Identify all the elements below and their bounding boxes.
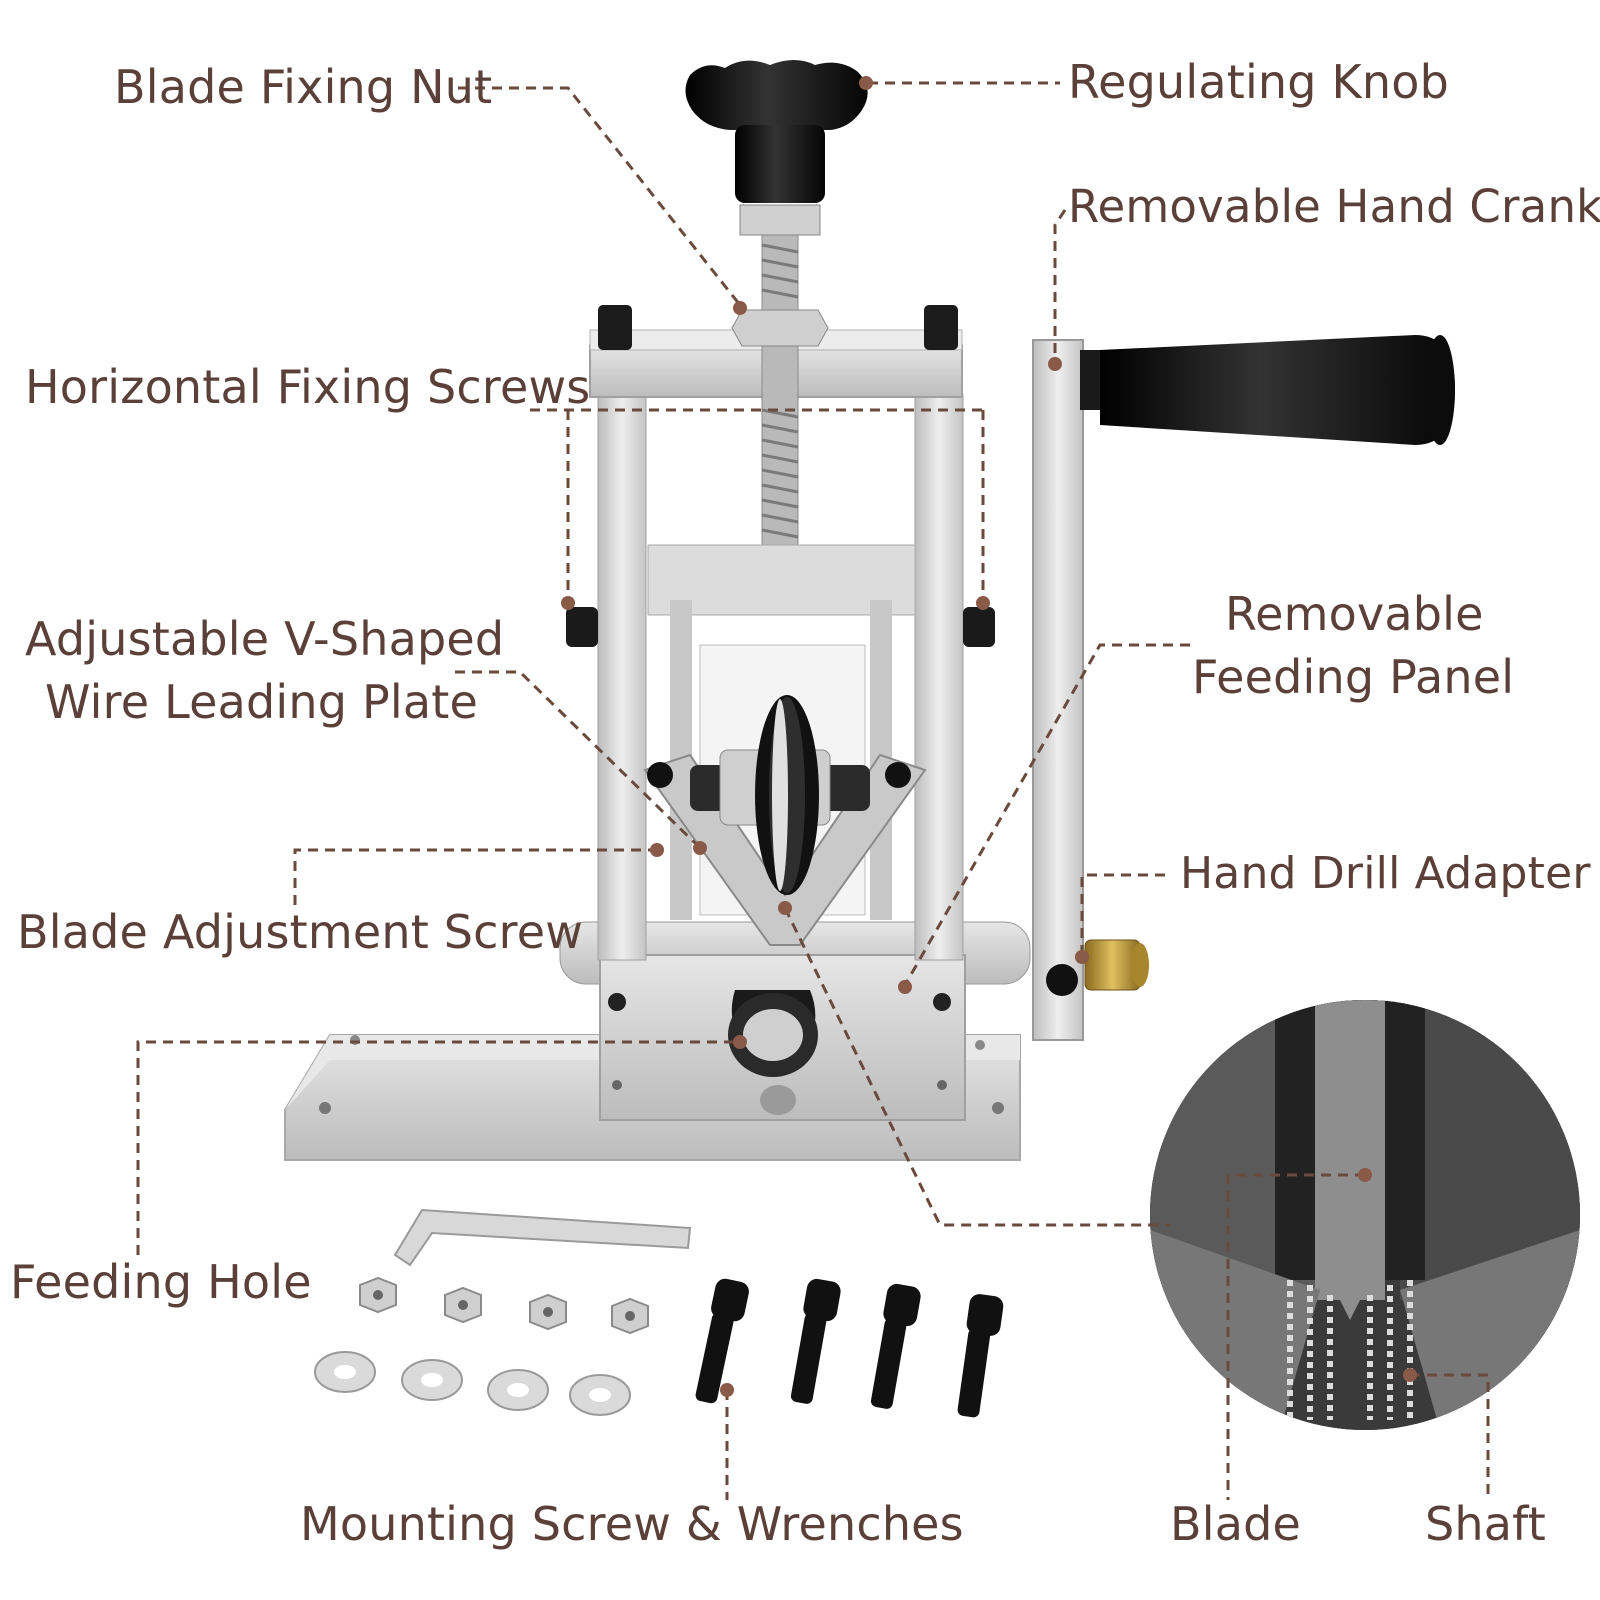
leader-blade-fixing-nut	[458, 86, 742, 306]
leader-lines	[136, 81, 1490, 1500]
blade-zoom-detail	[1150, 1000, 1580, 1430]
label-hand-drill-adapter: Hand Drill Adapter	[1180, 848, 1591, 899]
leader-feeding-hole	[136, 1040, 738, 1255]
leader-hand-drill-adapter	[1080, 873, 1165, 955]
blade-fixing-nut-part	[731, 309, 829, 347]
label-blade-fixing-nut: Blade Fixing Nut	[114, 60, 493, 114]
label-removable-feeding-panel-line1: Removable	[1225, 587, 1484, 641]
wire-stripper-machine	[284, 60, 1455, 1161]
allen-wrench	[393, 1208, 692, 1267]
label-regulating-knob: Regulating Knob	[1068, 55, 1449, 109]
label-blade-adjustment-screw: Blade Adjustment Screw	[17, 905, 584, 959]
label-blade: Blade	[1170, 1497, 1302, 1551]
regulating-knob-part	[685, 60, 868, 203]
left-pillar	[597, 394, 647, 961]
label-removable-hand-crank: Removable Hand Crank	[1068, 180, 1600, 233]
accessories	[314, 1208, 1004, 1418]
leader-v-plate	[455, 670, 702, 850]
label-horizontal-fixing-screws: Horizontal Fixing Screws	[25, 360, 591, 414]
label-adjustable-plate-line2: Wire Leading Plate	[45, 675, 478, 729]
leader-feeding-panel	[903, 643, 1190, 986]
callout-dots	[561, 76, 1417, 1397]
leader-removable-hand-crank	[1053, 209, 1067, 362]
label-mounting-screw-wrenches: Mounting Screw & Wrenches	[300, 1497, 964, 1551]
right-pillar	[914, 394, 964, 961]
leader-shaft	[1410, 1373, 1490, 1500]
crank-handle	[1080, 335, 1455, 445]
label-shaft: Shaft	[1425, 1497, 1546, 1551]
leader-blade-adjustment-screw	[293, 848, 655, 905]
label-removable-feeding-panel-line2: Feeding Panel	[1192, 650, 1515, 704]
leader-blade	[1226, 1173, 1365, 1500]
label-feeding-hole: Feeding Hole	[10, 1255, 312, 1309]
label-adjustable-plate-line1: Adjustable V-Shaped	[25, 612, 505, 666]
